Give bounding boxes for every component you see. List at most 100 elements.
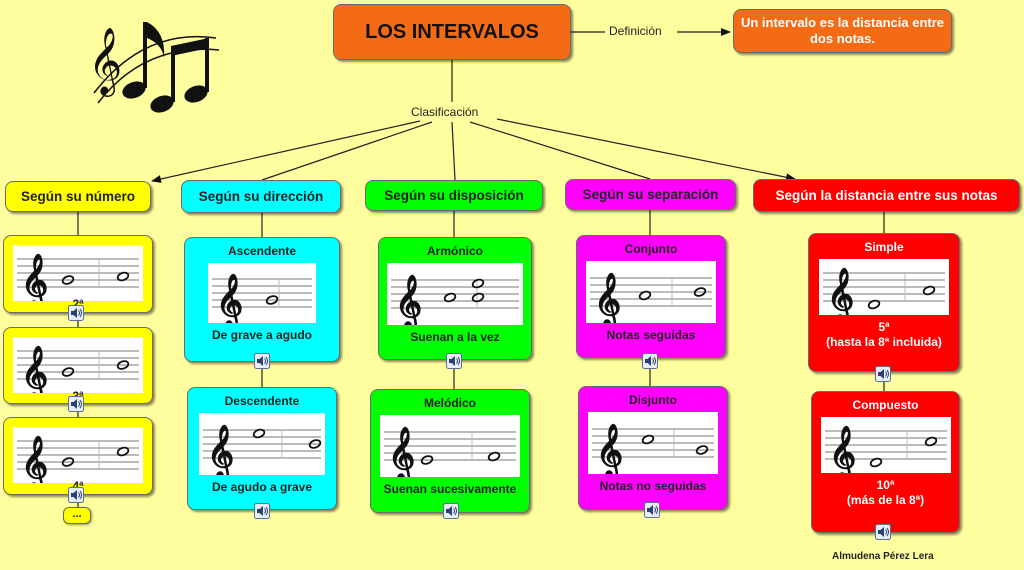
staff-panel: 𝄞 bbox=[13, 427, 143, 492]
treble-clef-icon: 𝄞 bbox=[21, 345, 48, 393]
example-caption: De agudo a grave bbox=[211, 480, 313, 494]
example-caption: (más de la 8ª) bbox=[846, 493, 925, 507]
staff-panel: 𝄞 bbox=[819, 259, 949, 324]
speaker-icon[interactable] bbox=[68, 396, 84, 412]
treble-clef-icon: 𝄞 bbox=[21, 435, 48, 483]
interval-example-card[interactable]: Descendente 𝄞 De agudo a grave bbox=[187, 387, 337, 510]
interval-example-card[interactable]: 𝄞3ª bbox=[3, 327, 153, 404]
category-node[interactable]: Según la distancia entre sus notas bbox=[753, 179, 1020, 212]
speaker-icon[interactable] bbox=[68, 305, 84, 321]
interval-example-card[interactable]: 𝄞2ª bbox=[3, 235, 153, 313]
whole-note bbox=[922, 285, 936, 296]
example-caption: 4ª bbox=[72, 479, 84, 493]
definition-link-label: Definición bbox=[607, 24, 664, 38]
interval-example-card[interactable]: 𝄞 4ª bbox=[3, 417, 153, 495]
category-node[interactable]: Según su número bbox=[5, 181, 151, 212]
music-notes-icon: 𝄞 bbox=[88, 22, 220, 113]
interval-example-card[interactable]: Simple 𝄞 5ª(hasta la 8ª incluida) bbox=[808, 233, 960, 372]
whole-note bbox=[867, 299, 881, 310]
speaker-icon[interactable] bbox=[875, 524, 891, 540]
treble-clef-icon: 𝄞 bbox=[216, 273, 243, 323]
whole-note bbox=[695, 445, 709, 455]
whole-note bbox=[116, 360, 130, 370]
whole-note bbox=[924, 436, 937, 447]
staff-notation: 𝄞 bbox=[203, 424, 322, 481]
interval-example-card[interactable]: Conjunto𝄞Notas seguidas bbox=[576, 235, 726, 358]
treble-clef-icon: 𝄞 bbox=[388, 426, 415, 477]
staff-notation: 𝄞 bbox=[17, 253, 139, 310]
speaker-icon[interactable] bbox=[446, 353, 462, 369]
whole-note bbox=[869, 457, 882, 468]
staff-notation: 𝄞 bbox=[212, 273, 334, 330]
staff-panel: 𝄞 bbox=[387, 263, 523, 331]
whole-note bbox=[61, 457, 75, 467]
whole-note bbox=[420, 455, 434, 465]
example-caption: 5ª bbox=[878, 320, 890, 334]
interval-example-card[interactable]: Melódico 𝄞 Suenan sucesivamente bbox=[370, 389, 530, 513]
example-title: Armónico bbox=[426, 244, 483, 258]
category-node[interactable]: Según su disposición bbox=[365, 180, 543, 211]
treble-clef-icon: 𝄞 bbox=[829, 425, 856, 473]
whole-note bbox=[116, 271, 130, 282]
whole-note bbox=[471, 292, 485, 303]
example-caption: (hasta la 8ª incluida) bbox=[826, 335, 942, 349]
speaker-icon[interactable] bbox=[875, 366, 891, 382]
whole-note bbox=[61, 275, 75, 285]
category-label: Según su disposición bbox=[384, 188, 524, 203]
example-title: Ascendente bbox=[227, 244, 297, 258]
speaker-icon[interactable] bbox=[68, 487, 84, 503]
treble-clef-icon: 𝄞 bbox=[594, 272, 621, 323]
title-node[interactable]: LOS INTERVALOS bbox=[333, 4, 571, 60]
treble-clef-icon: 𝄞 bbox=[827, 267, 854, 315]
example-title: Melódico bbox=[423, 396, 476, 410]
speaker-icon[interactable] bbox=[443, 503, 459, 519]
staff-notation: 𝄞 bbox=[17, 435, 139, 492]
staff-panel: 𝄞 bbox=[13, 337, 143, 402]
whole-note bbox=[641, 434, 655, 445]
whole-note bbox=[265, 295, 279, 305]
example-title: Disjunto bbox=[629, 393, 677, 407]
staff-notation: 𝄞 bbox=[391, 274, 519, 331]
interval-example-card[interactable]: Disjunto𝄞Notas no seguidas bbox=[578, 386, 728, 510]
whole-note bbox=[471, 278, 485, 289]
category-label: Según la distancia entre sus notas bbox=[775, 188, 998, 203]
whole-note bbox=[61, 367, 75, 377]
more-button[interactable]: ... bbox=[63, 507, 91, 524]
staff-panel: 𝄞 bbox=[380, 415, 520, 483]
staff-panel: 𝄞 bbox=[199, 413, 325, 481]
category-node[interactable]: Según su dirección bbox=[181, 180, 341, 213]
whole-note bbox=[443, 292, 457, 303]
category-label: Según su separación bbox=[582, 187, 719, 202]
example-caption: De grave a agudo bbox=[211, 328, 313, 342]
speaker-icon[interactable] bbox=[254, 503, 270, 519]
staff-notation: 𝄞 bbox=[592, 423, 714, 480]
example-title: Simple bbox=[864, 240, 904, 254]
staff-panel: 𝄞 bbox=[588, 412, 718, 480]
staff-panel: 𝄞 bbox=[586, 261, 716, 329]
staff-notation: 𝄞 bbox=[17, 345, 139, 402]
speaker-icon[interactable] bbox=[254, 353, 270, 369]
whole-note bbox=[252, 428, 266, 439]
staff-notation: 𝄞 bbox=[823, 267, 945, 324]
interval-example-card[interactable]: Ascendente 𝄞 De grave a agudo bbox=[184, 237, 340, 362]
staff-panel: 𝄞 bbox=[820, 417, 951, 482]
category-node[interactable]: Según su separación bbox=[565, 179, 736, 210]
example-caption: Notas seguidas bbox=[606, 328, 696, 342]
treble-clef-icon: 𝄞 bbox=[207, 424, 234, 475]
example-caption: 2ª bbox=[72, 297, 84, 311]
example-title: Descendente bbox=[224, 394, 300, 408]
interval-example-card[interactable]: Armónico𝄞Suenan a la vez bbox=[378, 237, 532, 360]
definition-node[interactable]: Un intervalo es la distancia entre dos n… bbox=[733, 9, 952, 53]
example-caption: Suenan sucesivamente bbox=[383, 482, 517, 496]
whole-note bbox=[308, 439, 322, 449]
whole-note bbox=[116, 446, 130, 457]
speaker-icon[interactable] bbox=[642, 353, 658, 369]
definition-text: Un intervalo es la distancia entre dos n… bbox=[740, 15, 945, 46]
treble-clef-icon: 𝄞 bbox=[395, 274, 422, 325]
staff-panel: 𝄞 bbox=[208, 263, 334, 330]
whole-note bbox=[487, 451, 501, 462]
author-credit: Almudena Pérez Lera bbox=[832, 551, 934, 562]
staff-notation: 𝄞 bbox=[824, 425, 947, 482]
interval-example-card[interactable]: Compuesto𝄞10ª(más de la 8ª) bbox=[811, 391, 960, 533]
speaker-icon[interactable] bbox=[644, 502, 660, 518]
